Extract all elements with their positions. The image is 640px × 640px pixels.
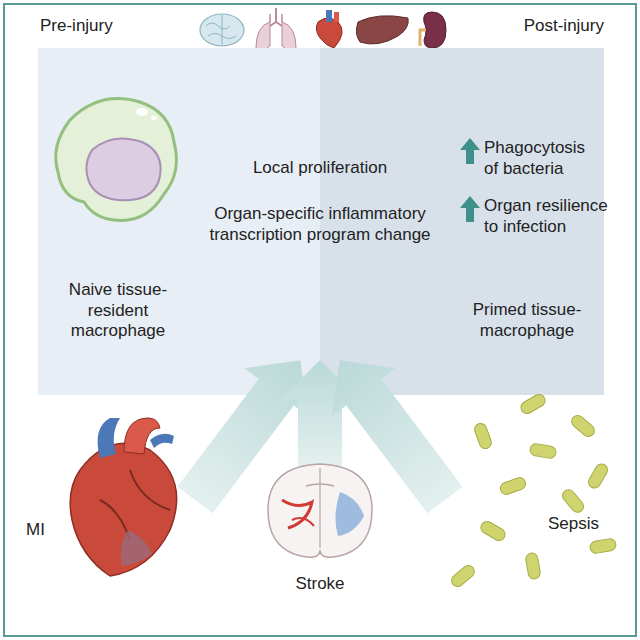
injury-label: Stroke xyxy=(260,574,380,595)
organ-icons xyxy=(200,8,446,50)
up-arrows xyxy=(460,138,480,222)
stage-heading: Post-injury xyxy=(404,16,604,37)
bacteria-illustration xyxy=(449,392,617,589)
stage-heading: Pre-injury xyxy=(40,16,240,37)
process-label: Local proliferation xyxy=(215,158,425,179)
outer-border xyxy=(4,4,636,636)
outcome-label: Phagocytosis of bacteria xyxy=(484,138,602,179)
brain-illustration xyxy=(268,464,372,557)
cell-label: Primed tissue-macrophage xyxy=(454,300,600,341)
injury-label: Sepsis xyxy=(548,514,628,535)
cell-label: Naive tissue-resident macrophage xyxy=(52,280,184,342)
heart-illustration xyxy=(70,418,176,576)
outcome-label: Organ resilience to infection xyxy=(484,196,624,237)
injury-label: MI xyxy=(26,520,76,541)
process-label: Organ-specific inflammatory transcriptio… xyxy=(204,204,436,245)
macrophage-cell xyxy=(56,99,177,221)
